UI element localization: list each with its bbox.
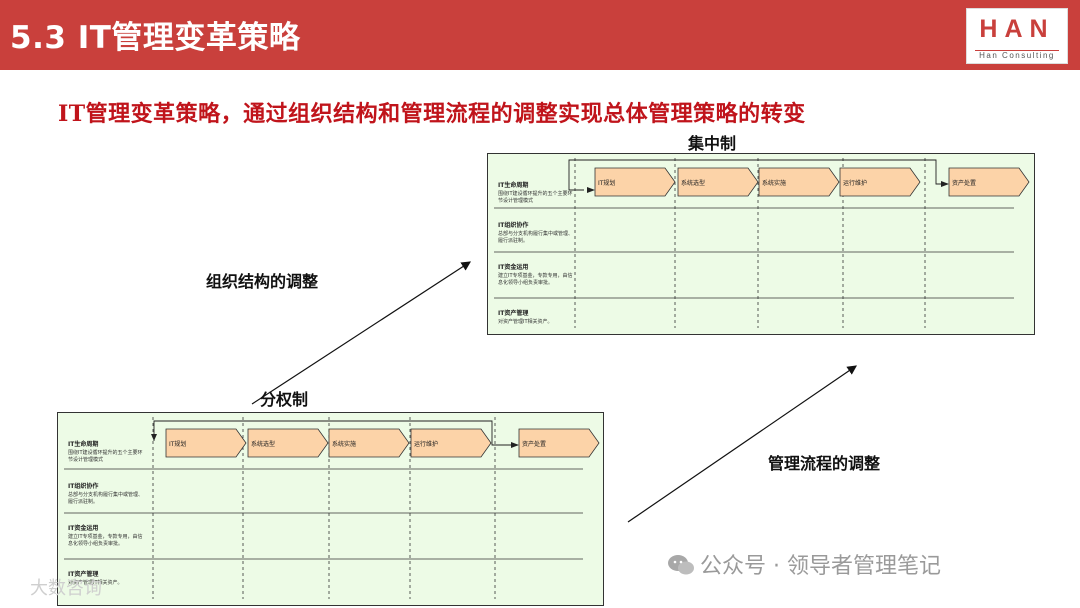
process-step-label: 系统选型 xyxy=(681,180,706,187)
cycle-arrow-head xyxy=(941,181,949,187)
cycle-arrow xyxy=(153,420,518,446)
lane-title: IT资金运用 xyxy=(498,264,529,271)
cycle-arrow-head xyxy=(511,442,519,448)
lane-title: IT资产管理 xyxy=(498,310,529,317)
process-step-label: IT规划 xyxy=(598,180,616,187)
lane-description: 总部与分支机构履行集中或管理、履行派驻制。 xyxy=(498,231,574,244)
diagram-centralized: IT规划 系统选型 系统实施 运行维护 资产处置 IT生命周期围绕IT建设循环提升的五个主… xyxy=(487,153,1035,335)
lane-description: 对资产管理IT相关资产。 xyxy=(68,580,123,586)
process-step-label: IT规划 xyxy=(169,441,187,448)
arrow-process-change xyxy=(627,365,857,523)
diagram-decentralized: IT规划 系统选型 系统实施 运行维护 资产处置 IT生命周期围绕IT建设循环提升的五个主… xyxy=(57,412,604,606)
process-step-shape xyxy=(328,428,410,458)
watermark-text: 公众号 · 领导者管理笔记 xyxy=(700,554,941,579)
cycle-arrow-head xyxy=(151,434,157,441)
logo-divider xyxy=(975,50,1059,51)
process-step-shape xyxy=(758,167,840,197)
swimlane-grid xyxy=(494,158,1030,328)
process-step-label: 运行维护 xyxy=(414,441,439,448)
header-bar: 5.3 IT管理变革策略 HAN Han Consulting xyxy=(0,0,1080,70)
lane-title: IT资金运用 xyxy=(68,525,99,532)
lane-description: 围绕IT建设循环提升的五个主要环节设计管理模式 xyxy=(498,191,573,204)
lane-title: IT组织协作 xyxy=(498,222,529,229)
lane-description: 对资产管理IT相关资产。 xyxy=(498,319,553,325)
swimlane-grid xyxy=(64,417,600,599)
label-centralized: 集中制 xyxy=(688,134,737,153)
process-step-shape xyxy=(594,167,676,197)
lane-description: 围绕IT建设循环提升的五个主要环节设计管理模式 xyxy=(68,450,143,463)
process-step-label: 资产处置 xyxy=(522,441,547,448)
process-step-label: 系统实施 xyxy=(332,441,357,448)
label-org-change: 组织结构的调整 xyxy=(206,272,319,291)
process-step-shape xyxy=(839,167,921,197)
label-decentralized: 分权制 xyxy=(260,390,309,409)
process-step-shape xyxy=(247,428,329,458)
page-title: 5.3 IT管理变革策略 xyxy=(10,20,301,56)
process-step-label: 系统选型 xyxy=(251,441,276,448)
lane-description: 建立IT专项基金，专款专用，由信息化领导小组负责审批。 xyxy=(498,273,573,286)
lane-title: IT生命周期 xyxy=(68,441,99,448)
process-step-shape xyxy=(518,428,600,458)
han-logo: HAN Han Consulting xyxy=(966,8,1068,64)
slide-subtitle: IT管理变革策略，通过组织结构和管理流程的调整实现总体管理策略的转变 xyxy=(58,101,806,127)
process-step-label: 系统实施 xyxy=(762,180,787,187)
cycle-arrow-head xyxy=(587,187,595,193)
process-step-shape xyxy=(677,167,759,197)
lane-description: 建立IT专项基金，专款专用，由信息化领导小组负责审批。 xyxy=(68,534,143,547)
lane-title: IT生命周期 xyxy=(498,182,529,189)
process-step-shape xyxy=(165,428,247,458)
lane-title: IT组织协作 xyxy=(68,483,99,490)
cycle-arrow xyxy=(568,159,948,191)
process-step-label: 资产处置 xyxy=(952,180,977,187)
label-process-change: 管理流程的调整 xyxy=(768,454,881,473)
watermark-secondary: 大数咨询 xyxy=(30,578,102,599)
process-step-shape xyxy=(410,428,492,458)
logo-subtext: Han Consulting xyxy=(979,51,1055,60)
process-step-label: 运行维护 xyxy=(843,180,868,187)
logo-main-text: HAN xyxy=(979,15,1055,43)
wechat-icon xyxy=(668,555,694,575)
lane-description: 总部与分支机构履行集中或管理、履行派驻制。 xyxy=(68,492,144,505)
arrow-org-change xyxy=(251,261,472,405)
lane-title: IT资产管理 xyxy=(68,571,99,578)
process-step-shape xyxy=(948,167,1030,197)
